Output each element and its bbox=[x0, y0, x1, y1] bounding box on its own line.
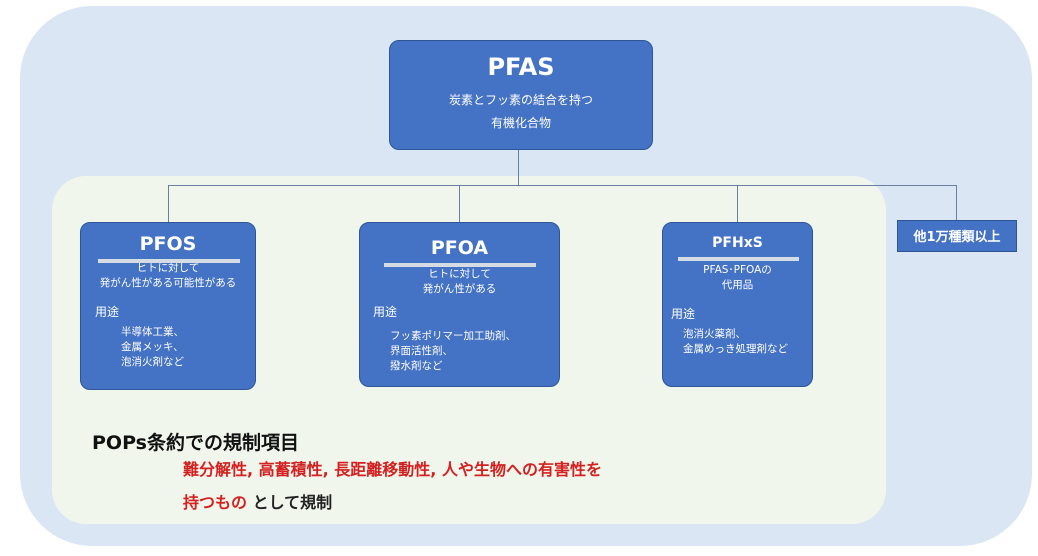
pfoa-use-label: 用途 bbox=[373, 305, 398, 319]
pfos-desc1: ヒトに対して bbox=[136, 262, 200, 274]
pfoa-desc2: 発がん性がある bbox=[422, 283, 497, 295]
pfas-root-box: PFAS 炭素とフッ素の結合を持つ 有機化合物 bbox=[389, 40, 653, 150]
pfos-use-1: 半導体工業、 bbox=[121, 326, 184, 338]
connector-root-vertical bbox=[518, 150, 519, 185]
pops-criteria-red: 持つもの bbox=[183, 493, 248, 512]
pfhxs-use-label: 用途 bbox=[671, 307, 696, 321]
pfos-title-bar bbox=[98, 259, 240, 263]
pfoa-use-2: 界面活性剤、 bbox=[390, 345, 453, 357]
pfos-box: PFOS ヒトに対して 発がん性がある可能性がある 用途 半導体工業、 金属メッ… bbox=[80, 222, 256, 390]
connector-pfoa bbox=[459, 185, 460, 222]
connector-other bbox=[956, 185, 957, 220]
pfos-title: PFOS bbox=[139, 233, 197, 255]
pops-criteria-line2: 持つもの として規制 bbox=[183, 489, 332, 513]
pfos-use-3: 泡消火剤など bbox=[121, 356, 184, 368]
pfhxs-use-1: 泡消火薬剤、 bbox=[683, 328, 746, 340]
pfhxs-title: PFHxS bbox=[712, 235, 763, 251]
pops-regulation-heading: POPs条約での規制項目 bbox=[92, 432, 299, 454]
pfos-use-label: 用途 bbox=[95, 305, 120, 319]
pfhxs-use-2: 金属めっき処理剤など bbox=[683, 343, 788, 355]
pfas-description-line2: 有機化合物 bbox=[490, 116, 551, 130]
connector-pfos bbox=[168, 185, 169, 222]
pfhxs-title-bar bbox=[678, 257, 799, 261]
pfoa-use-3: 撥水剤など bbox=[390, 360, 443, 372]
pfoa-use-1: フッ素ポリマー加工助剤、 bbox=[390, 330, 516, 342]
pfoa-title-bar bbox=[384, 263, 536, 267]
pops-criteria-suffix: として規制 bbox=[247, 493, 333, 512]
pfhxs-box: PFHxS PFAS･PFOAの 代用品 用途 泡消火薬剤、 金属めっき処理剤な… bbox=[662, 222, 813, 387]
pfoa-box: PFOA ヒトに対して 発がん性がある 用途 フッ素ポリマー加工助剤、 界面活性… bbox=[359, 222, 560, 387]
pfos-use-2: 金属メッキ、 bbox=[121, 341, 184, 353]
pfoa-desc1: ヒトに対して bbox=[428, 268, 491, 280]
pfhxs-desc2: 代用品 bbox=[721, 279, 754, 291]
pfoa-title: PFOA bbox=[430, 237, 489, 259]
other-types-label: 他1万種類以上 bbox=[913, 230, 1001, 245]
pfas-title: PFAS bbox=[487, 53, 555, 81]
other-types-box: 他1万種類以上 bbox=[897, 220, 1017, 252]
connector-horizontal bbox=[168, 185, 957, 186]
pops-criteria-line1: 難分解性, 高蓄積性, 長距離移動性, 人や生物への有害性を bbox=[183, 460, 602, 479]
connector-pfhxs bbox=[737, 185, 738, 222]
pfhxs-desc1: PFAS･PFOAの bbox=[703, 264, 772, 276]
pfas-description-line1: 炭素とフッ素の結合を持つ bbox=[448, 93, 593, 107]
pfos-desc2: 発がん性がある可能性がある bbox=[99, 277, 237, 289]
